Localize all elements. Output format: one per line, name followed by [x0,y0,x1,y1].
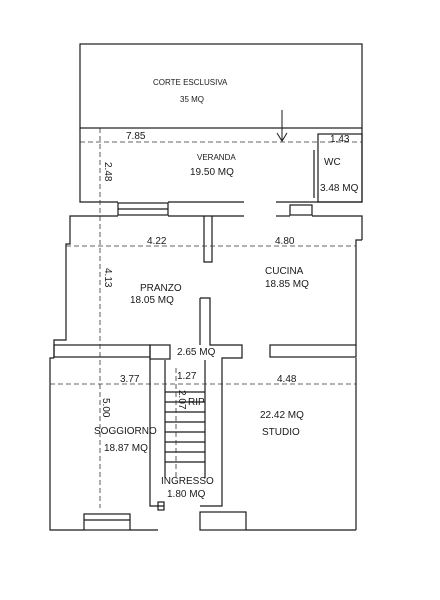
corte-name: CORTE ESCLUSIVA [153,78,228,87]
soggiorno-area: 18.87 MQ [104,443,148,454]
dim-wc-width: 1.43 [330,134,350,145]
dim-veranda-width: 7.85 [126,131,146,142]
entry-door [199,511,247,531]
window-wc [289,204,313,216]
house-wall-top-right-b [312,215,363,240]
ingresso-jamb-right [200,478,223,507]
ingresso-jamb-left [149,478,164,507]
rip-area: 2.65 MQ [177,347,216,358]
rip-name: RIP [188,397,205,408]
partition-pranzo-cucina [203,216,213,263]
dim-soggiorno-depth: 5.00 [100,398,111,418]
wc-name: WC [324,157,341,168]
veranda-area: 19.50 MQ [190,167,234,178]
ingresso-name: INGRESSO [161,476,214,487]
rip-door-pillar [149,344,171,360]
pranzo-area: 18.05 MQ [130,295,174,306]
wall-mid-left [53,344,151,358]
dim-rip-width: 1.27 [177,371,197,382]
dim-soggiorno-width: 3.77 [120,374,140,385]
veranda-wall-left [79,128,118,203]
ingresso-area: 1.80 MQ [167,489,206,500]
dim-pranzo-width: 4.22 [147,236,167,247]
dim-studio-width: 4.48 [277,374,297,385]
corte-area: 35 MQ [180,95,205,104]
cucina-area: 18.85 MQ [265,279,309,290]
staircase [165,391,205,463]
wc-area: 3.48 MQ [320,183,359,194]
access-arrow-icon [276,110,288,142]
wall-mid-right [269,344,357,358]
soggiorno-name: SOGGIORNO [94,426,157,437]
dim-veranda-depth: 2.48 [102,162,113,182]
studio-area: 22.42 MQ [260,410,304,421]
pranzo-name: PRANZO [140,283,182,294]
cucina-name: CUCINA [265,266,304,277]
dim-pranzo-depth: 4.13 [102,268,113,288]
window-soggiorno [83,513,131,531]
wc-outline [317,133,363,203]
house-wall-left-lower [49,357,84,531]
house-wall-right-upper [355,239,362,345]
dim-cucina-width: 4.80 [275,236,295,247]
studio-name: STUDIO [262,427,300,438]
house-wall-left-upper [53,215,100,358]
veranda-name: VERANDA [197,153,236,162]
corte-outline [79,43,363,129]
dim-rip-depth: 2.07 [176,390,187,410]
rip-wall-right [200,297,243,478]
